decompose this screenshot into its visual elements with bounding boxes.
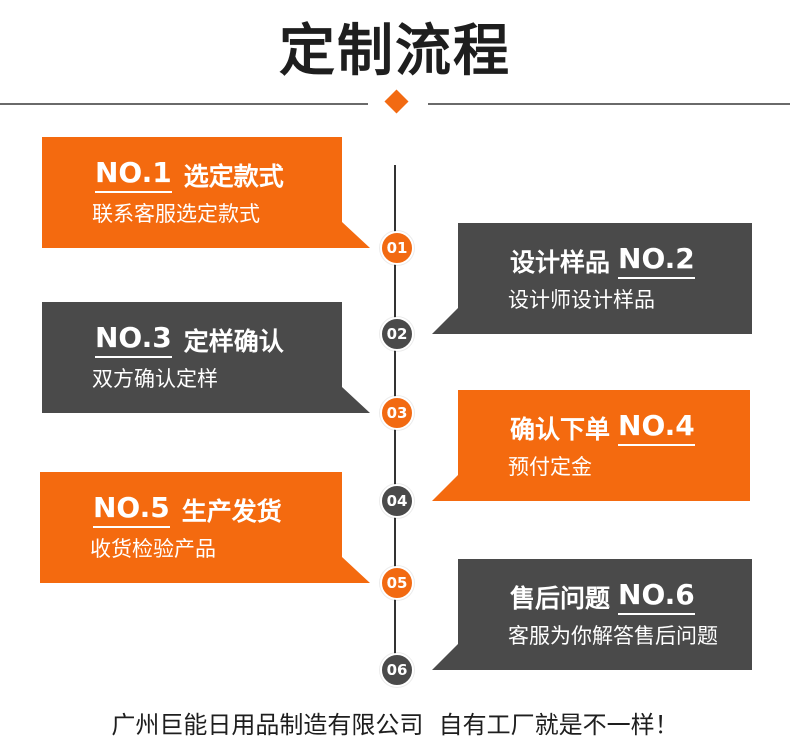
step-title-1: 选定款式 — [183, 162, 284, 191]
step-heading-6: 售后问题 NO.6 — [510, 579, 695, 615]
step-number-2: NO.2 — [618, 243, 695, 279]
step-heading-4: 确认下单 NO.4 — [510, 410, 695, 446]
step-card-6: 售后问题 NO.6 客服为你解答售后问题 — [432, 559, 752, 670]
step-number-4: NO.4 — [618, 410, 695, 446]
step-badge-5: 05 — [380, 566, 414, 600]
step-number-3: NO.3 — [95, 322, 172, 358]
title-divider-right — [428, 103, 790, 105]
step-desc-3: 双方确认定样 — [92, 367, 218, 391]
step-badge-3: 03 — [380, 396, 414, 430]
step-card-2: 设计样品 NO.2 设计师设计样品 — [432, 223, 752, 334]
step-number-6: NO.6 — [618, 579, 695, 615]
step-heading-1: NO.1 选定款式 — [95, 157, 284, 193]
diamond-icon — [384, 89, 409, 114]
step-number-5: NO.5 — [93, 492, 170, 528]
step-title-5: 生产发货 — [181, 497, 282, 526]
step-card-3: NO.3 定样确认 双方确认定样 — [42, 302, 370, 413]
step-badge-6: 06 — [380, 653, 414, 687]
step-desc-2: 设计师设计样品 — [508, 288, 655, 312]
step-pointer-4 — [432, 475, 458, 501]
step-badge-1: 01 — [380, 231, 414, 265]
step-desc-4: 预付定金 — [508, 455, 592, 479]
step-heading-2: 设计样品 NO.2 — [510, 243, 695, 279]
step-pointer-5 — [342, 557, 370, 583]
step-card-4: 确认下单 NO.4 预付定金 — [432, 390, 750, 501]
step-pointer-3 — [342, 387, 370, 413]
step-desc-1: 联系客服选定款式 — [92, 202, 260, 226]
footer-slogan: 广州巨能日用品制造有限公司 自有工厂就是不一样！ — [111, 711, 679, 739]
step-title-3: 定样确认 — [183, 327, 284, 356]
step-card-5: NO.5 生产发货 收货检验产品 — [40, 472, 370, 583]
step-card-1: NO.1 选定款式 联系客服选定款式 — [42, 137, 370, 248]
step-badge-2: 02 — [380, 317, 414, 351]
step-desc-6: 客服为你解答售后问题 — [508, 624, 718, 648]
step-heading-3: NO.3 定样确认 — [95, 322, 284, 358]
step-badge-4: 04 — [380, 484, 414, 518]
step-title-4: 确认下单 — [510, 415, 611, 444]
page-title: 定制流程 — [279, 19, 511, 84]
step-pointer-2 — [432, 308, 458, 334]
title-divider-left — [0, 103, 368, 105]
step-title-6: 售后问题 — [510, 584, 611, 613]
step-title-2: 设计样品 — [510, 248, 611, 277]
step-heading-5: NO.5 生产发货 — [93, 492, 282, 528]
step-desc-5: 收货检验产品 — [90, 537, 216, 561]
step-number-1: NO.1 — [95, 157, 172, 193]
step-pointer-1 — [342, 222, 370, 248]
step-pointer-6 — [432, 644, 458, 670]
